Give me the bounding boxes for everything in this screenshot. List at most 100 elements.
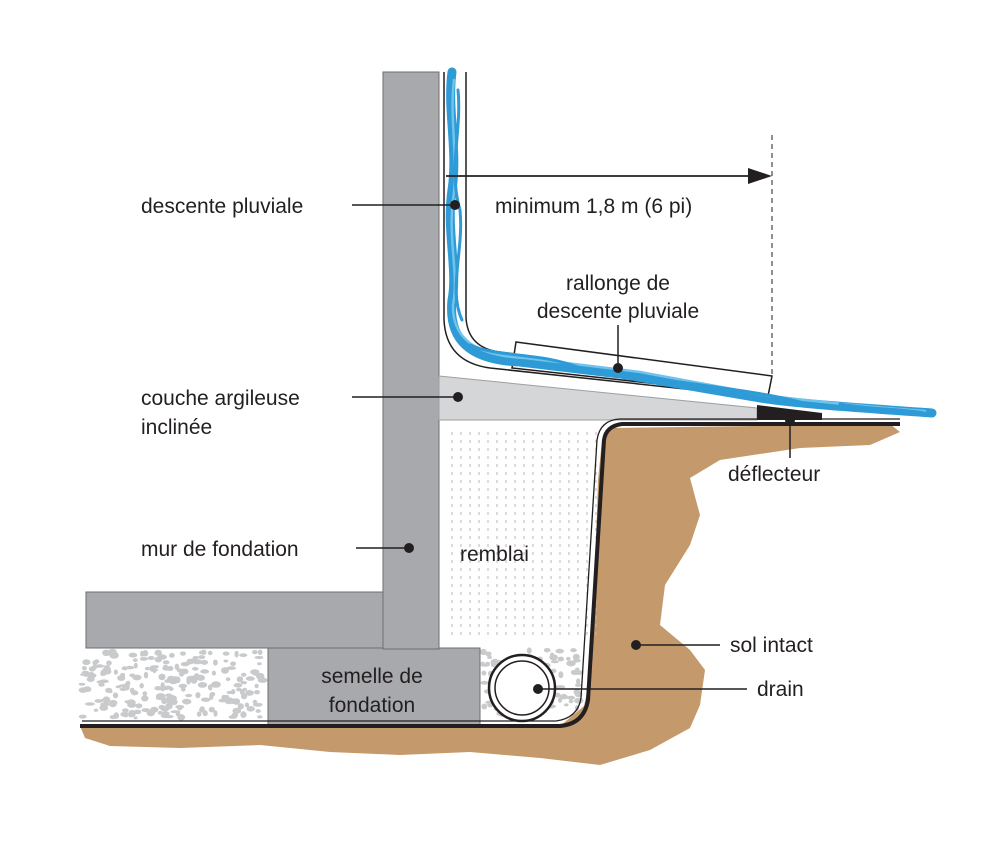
gravel-pebble	[231, 712, 239, 718]
gravel-pebble	[132, 658, 138, 663]
backfill-area	[451, 432, 597, 640]
gravel-pebble	[570, 648, 577, 653]
gravel-pebble	[555, 685, 566, 690]
label-drain: drain	[757, 678, 804, 701]
gravel-pebble	[96, 680, 106, 684]
gravel-pebble	[93, 708, 99, 712]
gravel-pebble	[180, 687, 186, 692]
gravel-pebble	[161, 711, 170, 715]
gravel-pebble	[573, 670, 584, 675]
gravel-pebble	[122, 708, 129, 713]
gravel-pebble	[493, 658, 499, 664]
gravel-pebble	[176, 705, 183, 711]
gravel-pebble	[121, 666, 128, 671]
gravel-pebble	[192, 667, 199, 671]
deflector	[757, 405, 822, 420]
gravel-pebble	[170, 699, 178, 706]
gravel-pebble	[113, 669, 118, 675]
gravel-pebble	[192, 659, 197, 664]
label-foundation-wall: mur de fondation	[141, 538, 299, 561]
foundation-wall	[382, 71, 440, 650]
gravel-pebble	[207, 684, 213, 691]
gravel-pebble	[572, 653, 580, 661]
gravel-pebble	[195, 692, 201, 699]
gravel-pebble	[549, 652, 555, 659]
gravel-pebble	[244, 702, 250, 708]
gravel-pebble	[142, 691, 148, 696]
gravel-pebble	[480, 648, 487, 656]
label-downspout: descente pluviale	[141, 195, 303, 218]
membrane-line	[80, 422, 900, 728]
label-backfill: remblai	[460, 543, 529, 566]
gravel-pebble	[180, 662, 190, 667]
label-clay-line2: inclinée	[141, 416, 212, 439]
gravel-pebble	[230, 661, 237, 667]
gravel-pebble	[133, 662, 138, 669]
gravel-pebble	[558, 671, 564, 679]
gravel-pebble	[102, 696, 111, 704]
gravel-pebble	[252, 699, 258, 705]
gravel-pebble	[82, 666, 87, 671]
gravel-pebble	[239, 689, 245, 696]
gravel-pebble	[179, 651, 186, 656]
undisturbed-soil-area	[80, 424, 900, 765]
gravel-pebble	[150, 706, 159, 713]
gravel-pebble	[169, 652, 175, 658]
gravel-pebble	[127, 702, 137, 708]
sloped-clay-layer	[438, 375, 758, 421]
gravel-pebble	[94, 699, 103, 703]
water-flow	[445, 67, 937, 418]
gravel-pebble	[170, 710, 181, 714]
gravel-pebble	[198, 655, 206, 660]
gravel-pebble	[485, 651, 492, 657]
label-footing-line1: semelle de	[321, 665, 423, 688]
gravel-pebble	[223, 659, 229, 663]
gravel-pebble	[128, 652, 138, 658]
gravel-pebble	[98, 682, 105, 687]
gravel-pebble	[102, 649, 111, 656]
gravel-pebble	[167, 675, 175, 683]
gravel-pebble	[245, 690, 254, 696]
gravel-pebble	[232, 707, 242, 714]
gravel-pebble	[526, 647, 532, 654]
gravel-pebble	[257, 662, 262, 666]
gravel-pebble	[201, 649, 207, 655]
gravel-pebble	[254, 683, 259, 689]
gravel-pebble	[208, 706, 215, 713]
gravel-pebble	[201, 697, 211, 702]
gravel-pebble	[163, 685, 172, 689]
gravel-pebble	[178, 683, 188, 689]
gravel-pebble	[222, 651, 230, 656]
gravel-pebble	[141, 708, 150, 713]
gravel-pebble	[99, 704, 109, 711]
gravel-pebble	[573, 658, 581, 663]
label-distance: minimum 1,8 m (6 pi)	[495, 195, 692, 218]
label-footing-line2: fondation	[329, 694, 415, 717]
gravel-pebble	[144, 666, 151, 671]
gravel-pebble	[557, 656, 565, 662]
gravel-pebble	[192, 676, 202, 680]
gravel-pebble	[480, 663, 490, 667]
gravel-pebble	[213, 710, 218, 717]
gravel-pebble	[155, 686, 161, 690]
gravel-pebble	[165, 696, 172, 704]
gravel-pebble	[165, 702, 173, 710]
gravel-pebble	[124, 700, 130, 704]
gravel-pebble	[226, 666, 237, 670]
gravel-pebble	[213, 659, 218, 666]
label-extension-line2: descente pluviale	[537, 300, 699, 323]
gravel-pebble	[164, 714, 174, 719]
gravel-pebble	[255, 709, 261, 713]
gravel-pebble	[133, 716, 138, 720]
gravel-pebble	[131, 690, 139, 696]
gravel-pebble	[155, 696, 165, 700]
gravel-pebble	[566, 660, 576, 667]
gravel-pebble	[209, 693, 214, 700]
gravel-pebble	[257, 649, 263, 656]
downspout-pipe-back	[443, 72, 761, 398]
gravel-pebble	[141, 695, 149, 702]
gravel-pebble	[150, 668, 159, 672]
gravel-pebble	[128, 713, 135, 718]
